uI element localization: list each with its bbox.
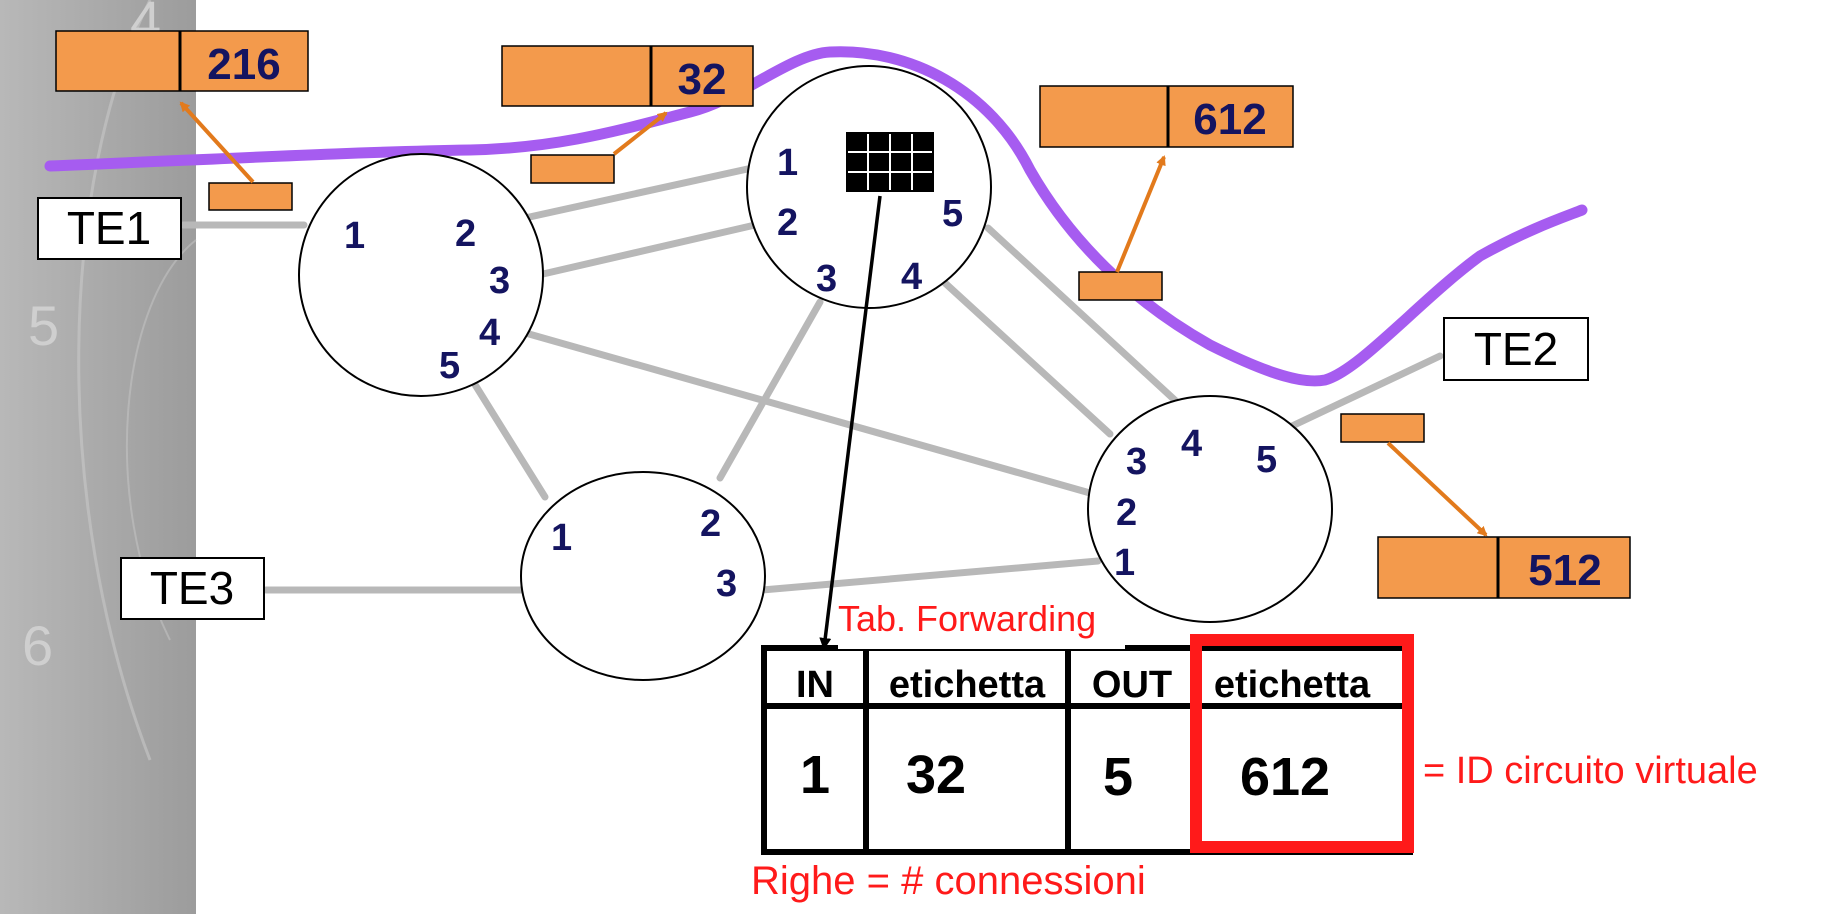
node-4 [1087, 395, 1333, 623]
label-box-32: 32 [501, 45, 754, 107]
terminal-te1-label: TE1 [67, 202, 151, 254]
label-612-value: 612 [1193, 95, 1266, 144]
forwarding-table: IN etichetta OUT etichetta 1 32 5 612 [761, 634, 1414, 855]
node3-port-3: 3 [716, 563, 737, 605]
packet-small-te1 [208, 182, 293, 211]
virtual-circuit-id-annotation: = ID circuito virtuale [1423, 750, 1758, 792]
table-cell-label-out: 612 [1240, 747, 1330, 807]
label-box-216: 216 [55, 30, 309, 92]
table-header-label-in: etichetta [889, 664, 1046, 706]
node1-port-3: 3 [489, 260, 510, 302]
node3-port-1: 1 [551, 517, 572, 559]
label-216-value: 216 [207, 40, 280, 89]
packets [208, 154, 1425, 443]
table-cell-in: 1 [800, 745, 830, 805]
node-1 [298, 153, 544, 397]
node4-port-2: 2 [1116, 492, 1137, 534]
table-pointer-arrow [819, 195, 882, 650]
terminal-te2: TE2 [1443, 317, 1589, 381]
decorative-sidebar: 5 6 4 [0, 0, 197, 914]
packet-small-n2n4 [1078, 271, 1163, 301]
node2-port-4: 4 [901, 256, 922, 298]
packet-small-te2 [1340, 413, 1425, 443]
label-32-value: 32 [678, 55, 727, 104]
terminal-te2-label: TE2 [1474, 323, 1558, 375]
packet-small-n1n2 [530, 154, 615, 184]
network-links [179, 164, 1444, 594]
forwarding-table-caption: Tab. Forwarding [838, 598, 1096, 639]
node4-port-4: 4 [1181, 423, 1202, 465]
node4-port-5: 5 [1256, 439, 1277, 481]
node3-port-2: 2 [700, 503, 721, 545]
node1-port-2: 2 [455, 213, 476, 255]
terminal-te1: TE1 [37, 197, 182, 260]
table-cell-out: 5 [1103, 747, 1133, 807]
table-header-label-out: etichetta [1214, 664, 1371, 706]
table-header-out: OUT [1092, 664, 1172, 706]
node2-port-3: 3 [816, 258, 837, 300]
node1-port-1: 1 [344, 215, 365, 257]
label-box-612: 612 [1039, 85, 1294, 148]
virtual-circuit-path [44, 46, 1588, 387]
terminal-te3-label: TE3 [150, 562, 234, 614]
label-box-512: 512 [1377, 536, 1631, 599]
table-header-in: IN [796, 664, 834, 706]
rows-note: Righe = # connessioni [751, 859, 1146, 903]
forwarding-table-icon [846, 132, 934, 192]
virtual-circuit-id-highlight [1190, 634, 1414, 853]
caption-background [838, 595, 1125, 649]
node-3 [520, 471, 766, 681]
table-cell-label-in: 32 [906, 745, 966, 805]
node4-port-3: 3 [1126, 441, 1147, 483]
node2-port-1: 1 [777, 142, 798, 184]
svg-text:5: 5 [28, 294, 59, 357]
label-512-value: 512 [1528, 546, 1601, 595]
node1-port-4: 4 [479, 312, 500, 354]
node1-port-5: 5 [439, 345, 460, 387]
label-arrows [179, 101, 1488, 537]
node2-port-2: 2 [777, 202, 798, 244]
terminal-te3: TE3 [120, 557, 265, 620]
node4-port-1: 1 [1114, 542, 1135, 584]
svg-text:6: 6 [22, 614, 53, 677]
node2-port-5: 5 [942, 193, 963, 235]
